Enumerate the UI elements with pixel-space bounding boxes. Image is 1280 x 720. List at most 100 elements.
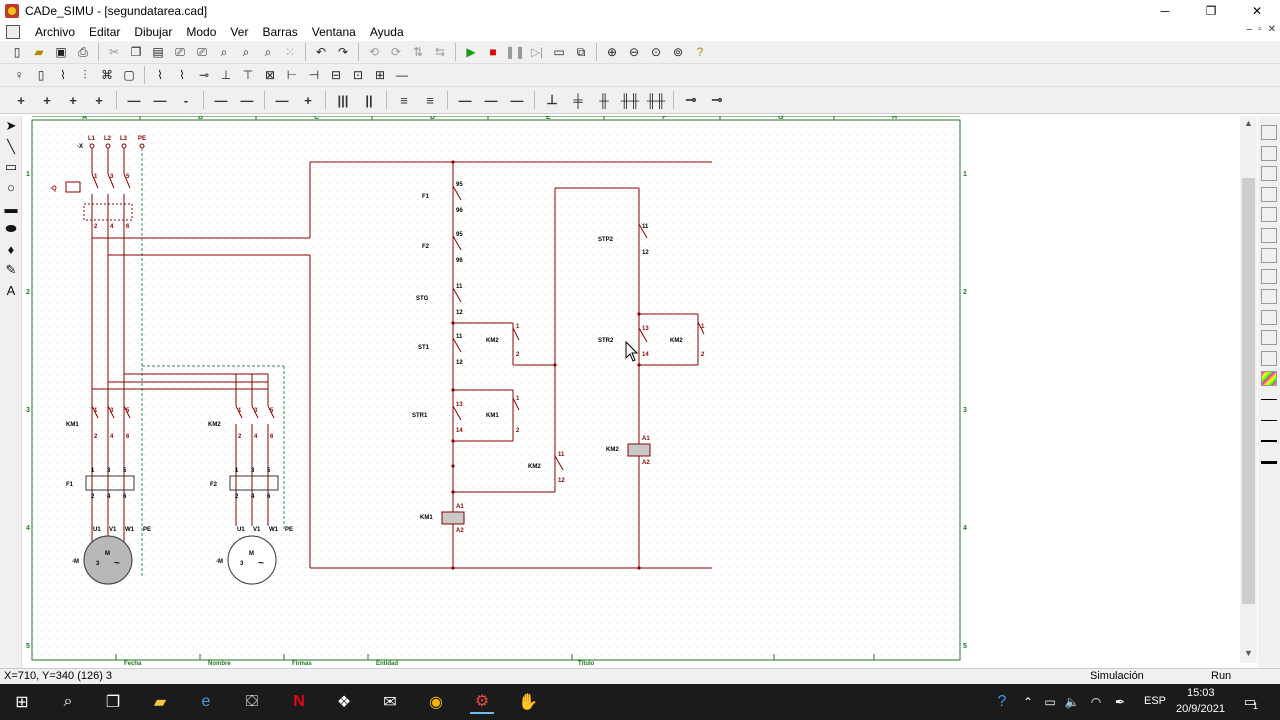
- close-button[interactable]: ✕: [1251, 4, 1263, 18]
- rotate-left-icon[interactable]: ⟲: [368, 45, 380, 59]
- file-explorer-icon[interactable]: ▰: [153, 694, 167, 711]
- contact-nc-icon[interactable]: ⌇: [179, 68, 185, 82]
- line-tool-icon[interactable]: —: [396, 68, 408, 82]
- wire-blue-icon[interactable]: —: [458, 92, 472, 108]
- undo-icon[interactable]: ↶: [315, 45, 327, 59]
- eyedropper-icon[interactable]: ✎: [5, 261, 17, 277]
- language-indicator[interactable]: ESP: [1144, 695, 1167, 707]
- motor-protector-icon[interactable]: ⌘: [101, 68, 113, 82]
- cable-4-icon[interactable]: ╫╫: [620, 92, 640, 108]
- play-simulation-icon[interactable]: ▶: [466, 45, 476, 59]
- line-width-4[interactable]: [1261, 461, 1277, 464]
- wire-l1-icon[interactable]: —: [127, 92, 141, 108]
- cut-icon[interactable]: ✂: [108, 45, 120, 59]
- mirror-horizontal-icon[interactable]: ⇆: [434, 45, 446, 59]
- wire-dc-icon[interactable]: —: [240, 92, 254, 108]
- pointer-icon[interactable]: ➤: [5, 118, 17, 134]
- grid-icon[interactable]: ⁙: [284, 45, 296, 59]
- line-width-3[interactable]: [1261, 440, 1277, 442]
- rectangle-icon[interactable]: ▭: [4, 159, 18, 175]
- scrollbar-thumb[interactable]: [1242, 178, 1255, 604]
- replace-icon[interactable]: ⌕: [264, 44, 272, 59]
- color-swatch-cyan[interactable]: [1261, 351, 1277, 366]
- wire-pe-icon[interactable]: -: [183, 92, 189, 108]
- menu-barras[interactable]: Barras: [262, 24, 298, 39]
- clock-time[interactable]: 15:03: [1187, 687, 1215, 699]
- connector-male-icon[interactable]: ⊸: [685, 92, 697, 107]
- mdi-close-button[interactable]: ✕: [1267, 24, 1276, 35]
- color-swatch-black[interactable]: [1261, 125, 1277, 140]
- wifi-icon[interactable]: ◠: [1090, 695, 1102, 709]
- menu-ventana[interactable]: Ventana: [311, 24, 356, 39]
- menu-editar[interactable]: Editar: [89, 24, 121, 39]
- mdi-minimize-button[interactable]: –: [1246, 24, 1253, 35]
- line-width-1[interactable]: [1261, 399, 1277, 400]
- mdi-restore-button[interactable]: ▫: [1258, 24, 1262, 35]
- connector-female-icon[interactable]: ⊸: [711, 92, 723, 107]
- cable-3-icon[interactable]: ╫: [599, 92, 609, 108]
- battery-icon[interactable]: ▭: [1044, 695, 1056, 709]
- print-icon[interactable]: ⎙: [78, 44, 88, 59]
- horizontal-bus-tap-icon[interactable]: ≡: [426, 92, 434, 108]
- volume-icon[interactable]: 🔈: [1064, 695, 1080, 709]
- print-preview-icon[interactable]: ⎚: [175, 44, 185, 59]
- color-swatch-lime[interactable]: [1261, 310, 1277, 325]
- netflix-icon[interactable]: N: [293, 693, 305, 710]
- line-width-2[interactable]: [1261, 420, 1277, 421]
- copy-icon[interactable]: ❐: [130, 45, 142, 59]
- tray-up-icon[interactable]: ⌃: [1022, 695, 1034, 709]
- wire-yellow-icon[interactable]: —: [275, 92, 289, 108]
- vertical-scrollbar[interactable]: ▲ ▼: [1240, 116, 1257, 663]
- breaker-icon[interactable]: ⌇: [60, 68, 66, 82]
- chrome-icon[interactable]: ◉: [429, 694, 443, 711]
- three-phase-breaker-icon[interactable]: ⫶: [83, 67, 87, 82]
- filled-ellipse-icon[interactable]: ⬬: [5, 220, 17, 236]
- zoom-out-icon[interactable]: ⊖: [628, 45, 640, 59]
- new-file-icon[interactable]: ▯: [13, 45, 21, 59]
- task-view-icon[interactable]: ❐: [105, 694, 121, 711]
- find-next-icon[interactable]: ⌕: [242, 44, 250, 59]
- cable-1-icon[interactable]: ⊥: [546, 92, 558, 107]
- vertical-bus-tap-icon[interactable]: ||: [365, 92, 373, 108]
- scroll-down-icon[interactable]: ▼: [1244, 648, 1253, 658]
- menu-dibujar[interactable]: Dibujar: [134, 24, 173, 39]
- windows-start-icon[interactable]: ⊞: [15, 694, 29, 711]
- junction-icon[interactable]: +: [17, 92, 25, 108]
- clock-date[interactable]: 20/9/2021: [1176, 703, 1225, 715]
- search-icon[interactable]: ⌕: [63, 693, 73, 710]
- vertical-bus-3-icon[interactable]: |||: [337, 92, 349, 108]
- step-simulation-icon[interactable]: ▷|: [530, 45, 544, 59]
- rotate-right-icon[interactable]: ⟳: [390, 45, 402, 59]
- document-icon[interactable]: [6, 24, 20, 39]
- window-snapshot-icon[interactable]: ⧉: [576, 44, 586, 59]
- dropbox-icon[interactable]: ❖: [336, 694, 352, 711]
- minimize-button[interactable]: ─: [1160, 4, 1170, 18]
- hand-app-icon[interactable]: ✋: [518, 694, 538, 711]
- zoom-fit-icon[interactable]: ⊙: [650, 45, 662, 59]
- connector-icon[interactable]: ⊟: [330, 68, 342, 82]
- fill-bucket-icon[interactable]: ♦: [7, 241, 15, 257]
- lamp-icon[interactable]: ♀: [14, 68, 24, 82]
- redo-icon[interactable]: ↷: [337, 45, 349, 59]
- mirror-vertical-icon[interactable]: ⇅: [412, 45, 424, 59]
- push-button-icon[interactable]: ⊥: [220, 68, 232, 82]
- color-swatch-yellow[interactable]: [1261, 269, 1277, 284]
- coil-icon[interactable]: ⊸: [198, 68, 210, 82]
- text-tool-icon[interactable]: A: [6, 282, 16, 298]
- store-icon[interactable]: ⛋: [245, 693, 259, 710]
- horizontal-bus-3-icon[interactable]: ≡: [400, 92, 408, 108]
- pause-simulation-icon[interactable]: ❚❚: [504, 45, 526, 59]
- plc-block-icon[interactable]: ⊡: [352, 68, 364, 82]
- scroll-up-icon[interactable]: ▲: [1244, 118, 1253, 128]
- junction-3-icon[interactable]: +: [69, 92, 77, 108]
- open-folder-icon[interactable]: ▰: [34, 45, 44, 59]
- color-swatch-red[interactable]: [1261, 228, 1277, 243]
- zoom-in-icon[interactable]: ⊕: [606, 45, 618, 59]
- help-icon[interactable]: ?: [696, 45, 704, 59]
- color-swatch-grey[interactable]: [1261, 166, 1277, 181]
- paste-icon[interactable]: ▤: [152, 45, 164, 59]
- fuse-icon[interactable]: ▯: [37, 68, 45, 82]
- color-swatch-white[interactable]: [1261, 146, 1277, 161]
